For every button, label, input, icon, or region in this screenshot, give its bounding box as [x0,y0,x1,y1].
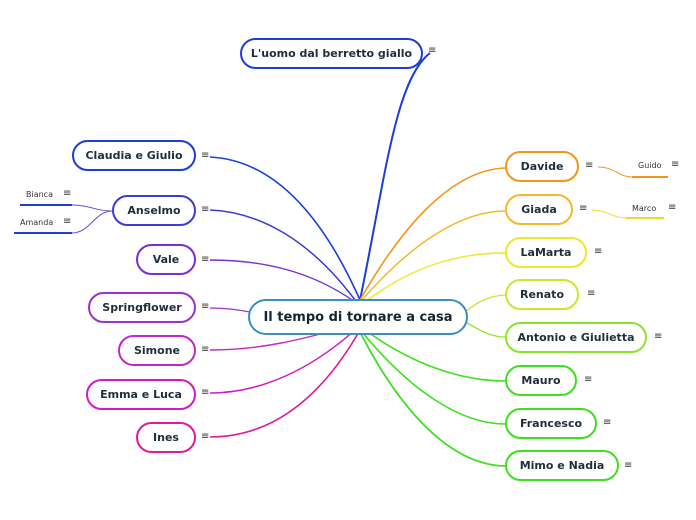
topic-ines[interactable]: Ines [136,422,196,453]
menu-lines-icon[interactable]: ≡ [428,45,437,56]
branch-guido [597,166,633,178]
topic-anselmo-label: Anselmo [127,204,181,217]
leaf-marco[interactable]: Marco [632,204,657,213]
menu-lines-icon[interactable]: ≡ [201,254,210,265]
branch-emma [209,329,356,394]
topic-renato[interactable]: Renato [505,279,579,310]
topic-springflower[interactable]: Springflower [88,292,196,323]
menu-lines-icon[interactable]: ≡ [201,150,210,161]
topic-anselmo[interactable]: Anselmo [112,195,196,226]
topic-mimo-label: Mimo e Nadia [519,459,605,472]
branch-uomo [359,52,431,301]
branch-amanda [71,210,113,234]
branch-bianca [71,204,113,212]
topic-simone-label: Simone [133,344,180,357]
topic-emma-label: Emma e Luca [100,388,182,401]
topic-giada-label: Giada [521,203,557,216]
menu-lines-icon[interactable]: ≡ [668,202,677,213]
leaf-guido-underline [632,176,668,178]
branch-giada [361,210,506,301]
branch-lamarta [364,252,506,303]
menu-lines-icon[interactable]: ≡ [585,160,594,171]
topic-mimo[interactable]: Mimo e Nadia [505,450,619,481]
topic-antonio-label: Antonio e Giulietta [517,331,635,344]
branch-mimo [359,331,506,467]
topic-emma[interactable]: Emma e Luca [86,379,196,410]
topic-antonio[interactable]: Antonio e Giulietta [505,322,647,353]
leaf-amanda-underline [14,232,72,234]
menu-lines-icon[interactable]: ≡ [587,288,596,299]
topic-francesco[interactable]: Francesco [505,408,597,439]
leaf-bianca-underline [20,204,72,206]
menu-lines-icon[interactable]: ≡ [201,431,210,442]
topic-mauro[interactable]: Mauro [505,365,577,396]
menu-lines-icon[interactable]: ≡ [201,301,210,312]
menu-lines-icon[interactable]: ≡ [671,159,680,170]
branch-davide [359,167,506,301]
menu-lines-icon[interactable]: ≡ [594,246,603,257]
branch-claudia [209,156,361,301]
menu-lines-icon[interactable]: ≡ [63,216,72,227]
topic-davide-label: Davide [520,160,564,173]
menu-lines-icon[interactable]: ≡ [63,188,72,199]
branch-renato [464,294,506,313]
branch-mauro [364,329,506,382]
topic-claudia-label: Claudia e Giulio [85,149,183,162]
topic-ines-label: Ines [153,431,179,444]
central-topic-label: Il tempo di tornare a casa [263,309,453,325]
branch-marco [591,209,627,219]
topic-davide[interactable]: Davide [505,151,579,182]
menu-lines-icon[interactable]: ≡ [624,460,633,471]
topic-vale-label: Vale [152,253,180,266]
leaf-amanda[interactable]: Amanda [20,218,54,227]
topic-uomo-label: L'uomo dal berretto giallo [250,47,413,60]
branch-vale [209,259,356,303]
topic-lamarta[interactable]: LaMarta [505,237,587,268]
menu-lines-icon[interactable]: ≡ [654,331,663,342]
central-topic[interactable]: Il tempo di tornare a casa [248,299,468,335]
leaf-guido[interactable]: Guido [638,161,662,170]
menu-lines-icon[interactable]: ≡ [201,344,210,355]
topic-francesco-label: Francesco [519,417,583,430]
topic-mauro-label: Mauro [521,374,561,387]
menu-lines-icon[interactable]: ≡ [603,417,612,428]
menu-lines-icon[interactable]: ≡ [579,203,588,214]
topic-claudia[interactable]: Claudia e Giulio [72,140,196,171]
topic-uomo[interactable]: L'uomo dal berretto giallo [240,38,423,69]
branch-ines [209,329,361,438]
menu-lines-icon[interactable]: ≡ [201,387,210,398]
topic-renato-label: Renato [520,288,564,301]
menu-lines-icon[interactable]: ≡ [584,374,593,385]
topic-giada[interactable]: Giada [505,194,573,225]
topic-simone[interactable]: Simone [118,335,196,366]
branch-anselmo [209,209,356,301]
topic-vale[interactable]: Vale [136,244,196,275]
leaf-marco-underline [626,217,664,219]
leaf-bianca[interactable]: Bianca [26,190,53,199]
branch-springflower [209,307,251,313]
branch-antonio [464,321,506,338]
topic-lamarta-label: LaMarta [520,246,572,259]
menu-lines-icon[interactable]: ≡ [201,204,210,215]
branch-francesco [361,331,506,425]
topic-springflower-label: Springflower [102,301,182,314]
